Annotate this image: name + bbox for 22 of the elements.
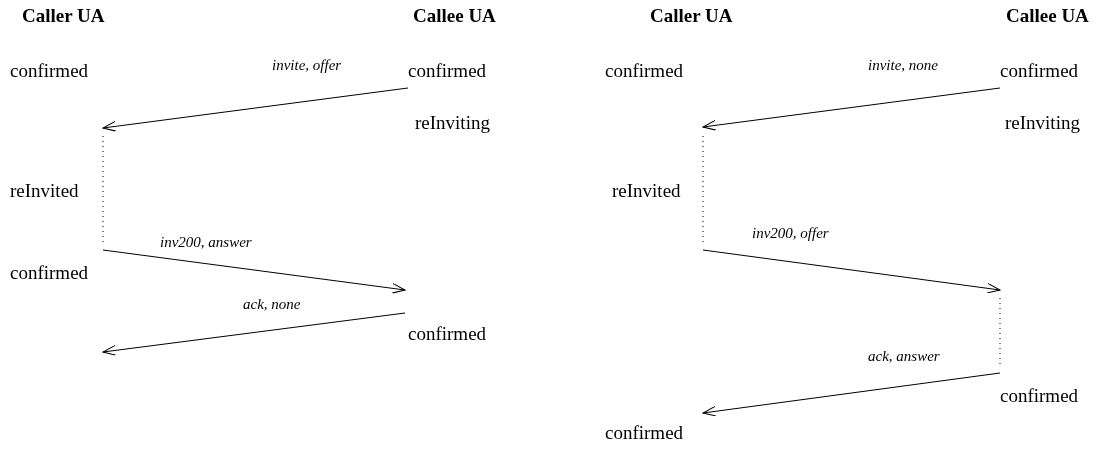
state-label: reInviting (415, 113, 490, 132)
column-heading: Caller UA (650, 6, 733, 25)
column-heading: Callee UA (413, 6, 496, 25)
message-label: inv200, answer (160, 235, 252, 250)
message-label: ack, answer (868, 349, 940, 364)
message-label: invite, offer (272, 58, 342, 73)
column-heading: Callee UA (1006, 6, 1089, 25)
state-label: confirmed (605, 61, 684, 80)
state-label: reInvited (612, 181, 681, 200)
message-label: invite, none (868, 58, 938, 73)
message-label: inv200, offer (752, 226, 829, 241)
state-label: reInviting (1005, 113, 1080, 132)
state-label: confirmed (408, 61, 487, 80)
state-label: confirmed (10, 61, 89, 80)
message-label: ack, none (243, 297, 301, 312)
state-label: reInvited (10, 181, 79, 200)
state-label: confirmed (1000, 61, 1079, 80)
state-label: confirmed (605, 423, 684, 442)
column-heading: Caller UA (22, 6, 105, 25)
state-label: confirmed (408, 324, 487, 343)
state-label: confirmed (1000, 386, 1079, 405)
state-label: confirmed (10, 263, 89, 282)
